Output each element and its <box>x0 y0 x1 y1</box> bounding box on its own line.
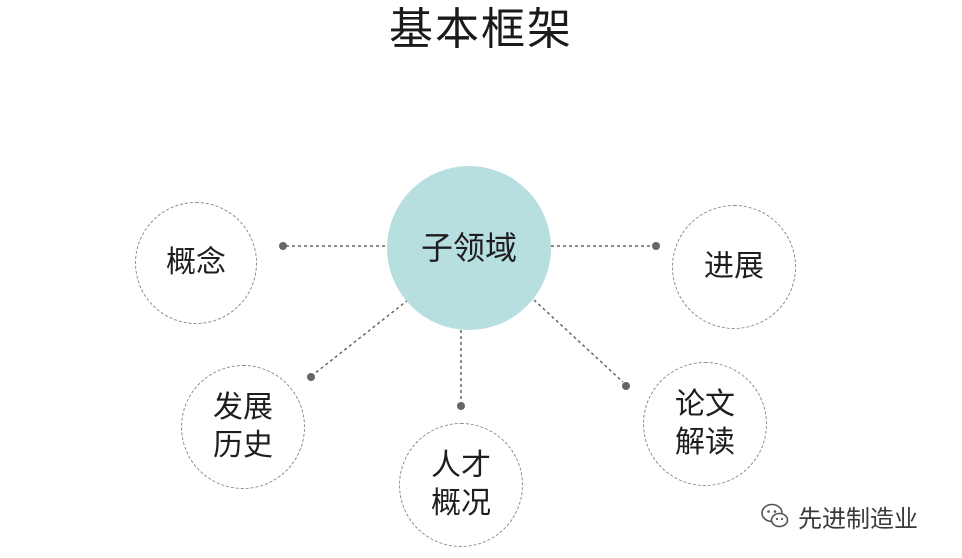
connector-history <box>307 299 409 381</box>
connector-papers <box>533 299 630 390</box>
connector-concept <box>279 242 392 250</box>
node-concept-label: 概念 <box>166 245 226 280</box>
node-talent-label-line1: 人才 <box>431 448 491 483</box>
node-concept: 概念 <box>135 202 257 324</box>
node-papers-label-line2: 解读 <box>675 425 735 460</box>
watermark-text: 先进制造业 <box>798 504 918 533</box>
watermark: 先进制造业 <box>760 498 918 534</box>
node-talent: 人才 概况 <box>399 423 523 547</box>
connector-progress <box>545 242 660 250</box>
node-progress: 进展 <box>672 205 796 329</box>
node-history-label-line1: 发展 <box>213 390 273 425</box>
center-node: 子领域 <box>387 166 551 330</box>
node-history-label-line2: 历史 <box>213 428 273 463</box>
node-papers: 论文 解读 <box>643 362 767 486</box>
node-progress-label: 进展 <box>704 249 764 284</box>
page-title: 基本框架 <box>389 4 573 55</box>
center-node-label: 子领域 <box>420 229 517 267</box>
wechat-icon <box>761 503 789 528</box>
connector-talent <box>457 330 465 410</box>
node-papers-label-line1: 论文 <box>675 387 735 422</box>
node-history: 发展 历史 <box>181 365 305 489</box>
node-talent-label-line2: 概况 <box>431 486 491 521</box>
